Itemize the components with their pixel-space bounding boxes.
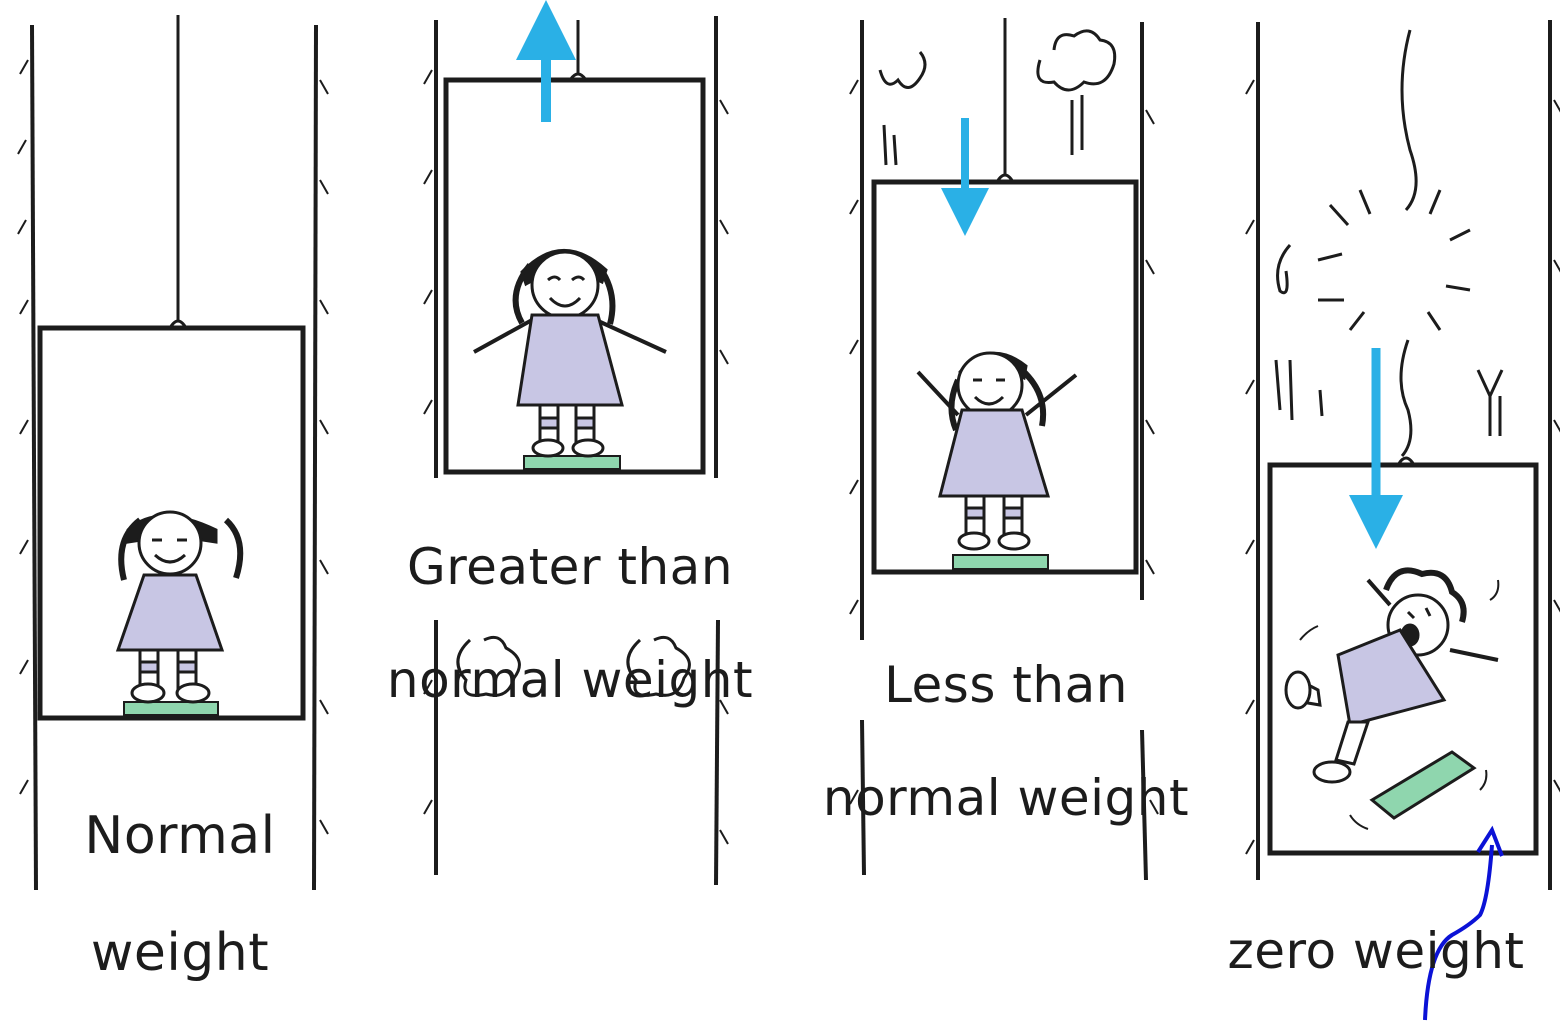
panel-zero <box>1246 20 1560 890</box>
bathroom-scale-icon <box>1372 752 1474 818</box>
girl-figure-icon <box>474 250 666 456</box>
label-less-weight: Less than normal weight <box>806 600 1206 826</box>
girl-figure-icon <box>1286 570 1498 782</box>
label-line2: normal weight <box>387 651 753 709</box>
bathroom-scale-icon <box>953 555 1048 569</box>
broken-cable <box>1402 30 1416 210</box>
girl-figure-icon <box>918 353 1076 549</box>
label-line1: zero weight <box>1227 922 1524 980</box>
label-line1: Less than <box>884 656 1128 714</box>
bathroom-scale-icon <box>524 456 620 469</box>
panel-greater <box>424 16 728 885</box>
label-zero-weight: zero weight <box>1210 866 1542 979</box>
label-line1: Greater than <box>407 538 733 596</box>
label-greater-weight: Greater than normal weight <box>370 482 770 708</box>
exhaust-puffs <box>880 31 1115 165</box>
girl-figure-icon <box>118 512 240 702</box>
snap-burst <box>1276 190 1502 456</box>
label-line1: Normal <box>84 806 275 866</box>
label-line2: normal weight <box>823 769 1189 827</box>
bathroom-scale-icon <box>124 702 218 715</box>
label-line2: weight <box>91 923 269 983</box>
label-normal-weight: Normal weight <box>60 748 300 983</box>
